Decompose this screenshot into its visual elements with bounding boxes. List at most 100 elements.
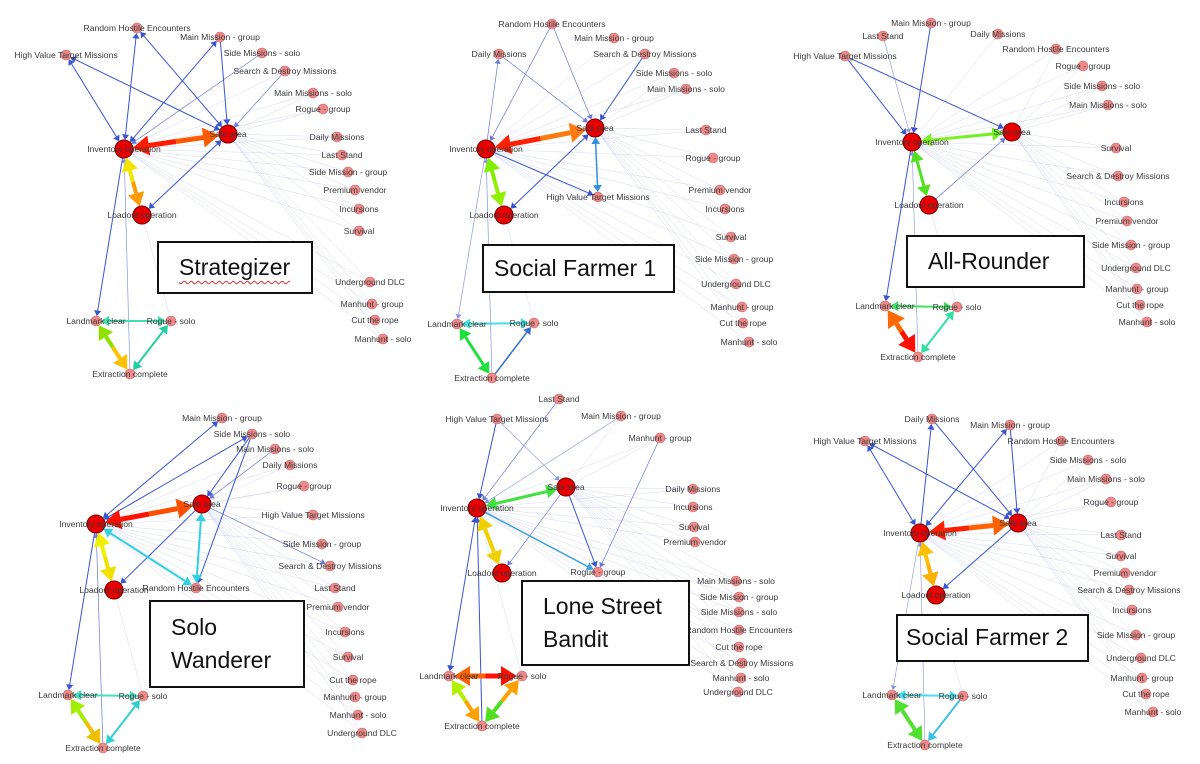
- arrowhead-icon: [195, 512, 206, 522]
- arrowhead-icon: [992, 515, 1010, 536]
- node-circle: [369, 314, 381, 326]
- edge-line: [210, 437, 250, 493]
- edge-line: [1011, 131, 1138, 290]
- arrowhead-icon: [896, 689, 906, 701]
- edge-line: [123, 148, 360, 232]
- edge-line: [135, 55, 259, 142]
- node-label: Manhunt - solo: [721, 337, 778, 347]
- edge-line: [870, 449, 892, 486]
- edge-line: [487, 539, 496, 553]
- node-circle: [592, 566, 604, 578]
- node-circle: [104, 580, 124, 600]
- edge-line: [594, 127, 707, 131]
- node-label: Main Mission - group: [574, 33, 654, 43]
- edge-line: [1017, 522, 1133, 611]
- edge-line: [219, 41, 228, 120]
- edge-line: [479, 423, 497, 494]
- arrowhead-icon: [129, 690, 139, 702]
- arrowhead-icon: [599, 561, 605, 568]
- node-circle: [1134, 299, 1146, 311]
- arrowhead-icon: [949, 690, 959, 702]
- node-circle: [1135, 652, 1147, 664]
- node-label: Underground DLC: [1106, 653, 1176, 663]
- arrowhead-icon: [103, 513, 111, 520]
- arrowhead-icon: [113, 134, 120, 142]
- edge-line: [458, 157, 485, 315]
- node-circle: [879, 300, 891, 312]
- edge-line: [97, 157, 124, 311]
- node-circle: [1119, 567, 1131, 579]
- edge-line: [849, 57, 999, 127]
- edge-line: [463, 699, 474, 712]
- edge-line: [919, 459, 1089, 534]
- node-label: Rogue - group: [571, 567, 626, 577]
- edge-line: [884, 40, 909, 129]
- arrowhead-icon: [943, 301, 953, 313]
- node-circle: [733, 591, 745, 603]
- node-circle: [353, 225, 365, 237]
- edge-line: [594, 127, 750, 343]
- edge-line: [923, 554, 930, 565]
- node-label: Search & Destroy Missions: [233, 66, 336, 76]
- node-circle: [86, 514, 106, 534]
- arrowhead-icon: [473, 516, 481, 523]
- arrowhead-icon: [455, 313, 462, 320]
- edge-line: [874, 445, 940, 482]
- node-label: Side Missions - solo: [636, 68, 713, 78]
- node-circle: [1096, 80, 1108, 92]
- node-circle: [733, 641, 745, 653]
- edge-line: [109, 532, 149, 558]
- edge-line: [847, 59, 904, 131]
- cluster-title-box: Solo Wanderer: [149, 600, 305, 688]
- edge-line: [201, 503, 349, 658]
- arrowhead-icon: [501, 666, 517, 686]
- edge-line: [540, 130, 571, 141]
- node-label: Incursions: [325, 627, 364, 637]
- edge-line: [934, 422, 1010, 513]
- node-circle: [214, 31, 226, 43]
- node-circle: [733, 624, 745, 636]
- edge-line: [104, 335, 115, 349]
- edge-line: [488, 418, 617, 501]
- node-circle: [725, 231, 737, 243]
- cluster-title: All-Rounder: [928, 247, 1050, 274]
- edge-line: [926, 563, 933, 574]
- node-label: Loadout operation: [901, 590, 971, 600]
- node-circle: [491, 413, 503, 425]
- edge-line: [125, 86, 132, 135]
- edge-line: [227, 92, 314, 135]
- node-label: Landmark clear: [862, 690, 921, 700]
- arrowhead-icon: [131, 138, 138, 144]
- node-label: Manhunt - group: [1105, 284, 1168, 294]
- node-label: Extraction complete: [444, 721, 520, 731]
- node-circle: [926, 413, 938, 425]
- nodes: [60, 22, 389, 380]
- arrowhead-icon: [182, 576, 192, 586]
- edge-line: [476, 507, 740, 631]
- node-circle: [493, 48, 505, 60]
- edge-line: [106, 469, 161, 515]
- node-label: Rogue - group: [1084, 497, 1139, 507]
- edge-line: [594, 72, 675, 129]
- arrowhead-icon: [482, 495, 488, 501]
- node-label: Rogue - solo: [147, 316, 196, 326]
- node-circle: [735, 672, 747, 684]
- node-label: Rogue - solo: [498, 671, 547, 681]
- arrowhead-icon: [209, 493, 215, 499]
- node-circle: [298, 480, 310, 492]
- node-label: Search & Destroy Missions: [593, 49, 696, 59]
- edge-line: [148, 506, 178, 517]
- edge-line: [483, 528, 492, 542]
- node-label: Manhunt - solo: [1119, 317, 1176, 327]
- edge-line: [919, 532, 1122, 536]
- node-label: Random Hostile Encounters: [84, 23, 191, 33]
- edge-line: [1011, 65, 1084, 133]
- edge-line: [122, 705, 136, 723]
- node-circle: [1115, 550, 1127, 562]
- edge-line: [476, 488, 694, 509]
- edge-line: [485, 148, 714, 159]
- edge-line: [491, 699, 504, 713]
